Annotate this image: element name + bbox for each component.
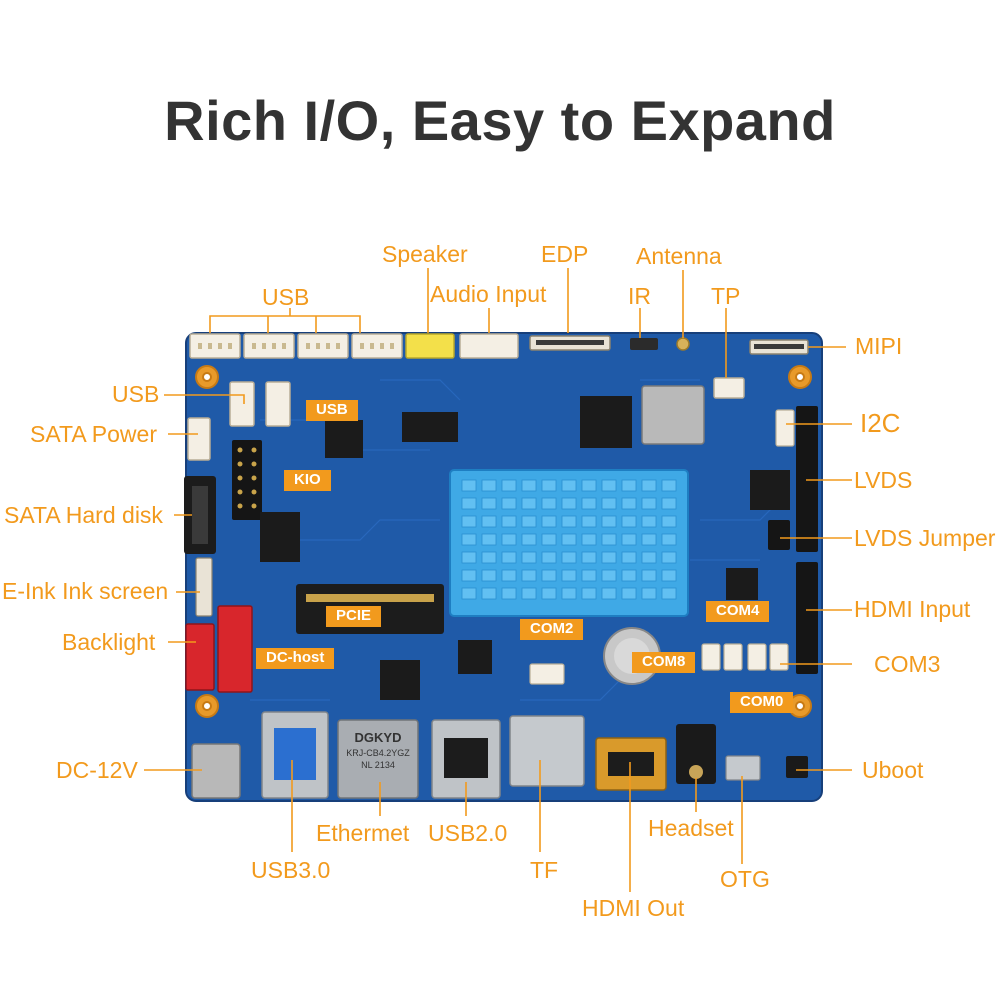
eink-connector	[195, 557, 213, 617]
com3-connector-b	[769, 643, 789, 671]
label-lvds: LVDS	[854, 467, 913, 493]
antenna-pad	[676, 337, 690, 351]
uboot-button	[786, 756, 808, 778]
com3-connector-a	[747, 643, 767, 671]
label-i2c: I2C	[860, 408, 901, 438]
board-tag-com2: COM2	[520, 619, 584, 640]
com4-connector	[701, 643, 721, 671]
tf-slot	[509, 715, 585, 787]
sata-power-connector	[187, 417, 211, 461]
chip	[325, 420, 363, 458]
label-speaker: Speaker	[382, 241, 468, 267]
kio-header	[232, 440, 262, 520]
lvds-header	[796, 406, 818, 552]
speaker-connector	[405, 333, 455, 359]
label-headset: Headset	[648, 815, 734, 841]
board-tag-usb: USB	[306, 400, 358, 421]
chip	[260, 512, 300, 562]
backlight-connector	[185, 623, 215, 691]
label-ethernet: Ethermet	[316, 820, 410, 846]
label-hdmi-out: HDMI Out	[582, 895, 685, 921]
board-tag-kio: KIO	[284, 470, 331, 491]
mounting-holes	[195, 365, 812, 718]
i2c-connector	[775, 409, 795, 447]
label-usb-top: USB	[262, 284, 310, 310]
board-tag-com4: COM4	[706, 601, 770, 622]
label-antenna: Antenna	[636, 243, 722, 269]
label-mipi: MIPI	[855, 333, 903, 359]
board-tag-pcie: PCIE	[326, 606, 382, 627]
eth-code-text: NL 2134	[361, 760, 395, 770]
com2-connector	[529, 663, 565, 685]
label-edp: EDP	[541, 241, 589, 267]
label-backlight: Backlight	[62, 629, 156, 655]
label-hdmi-input: HDMI Input	[854, 596, 971, 622]
label-tf: TF	[530, 857, 559, 883]
eth-brand-text: DGKYD	[355, 730, 402, 745]
ethernet-port	[337, 719, 419, 799]
label-sata-hard-disk: SATA Hard disk	[4, 502, 163, 528]
lvds-jumper	[768, 520, 790, 550]
top-usb-connectors	[189, 333, 403, 359]
label-tp: TP	[711, 283, 741, 309]
label-usb-left: USB	[112, 381, 160, 407]
label-uboot: Uboot	[862, 757, 924, 783]
page-title: Rich I/O, Easy to Expand	[164, 89, 836, 152]
eth-model-text: KRJ-CB4.2YGZ	[346, 748, 410, 758]
chip	[750, 470, 790, 510]
label-sata-power: SATA Power	[30, 421, 157, 447]
left-usb-connector-2	[265, 381, 291, 427]
wifi-module	[641, 385, 705, 445]
board-tag-dc-host: DC-host	[256, 648, 335, 669]
chip	[402, 412, 458, 442]
com0-connector	[723, 643, 743, 671]
label-otg: OTG	[720, 866, 770, 892]
label-dc12v: DC-12V	[56, 757, 138, 783]
label-usb30: USB3.0	[251, 857, 331, 883]
left-usb-connector-1	[229, 381, 255, 427]
dc12v-jack	[191, 743, 241, 799]
label-lvds-jumper: LVDS Jumper	[854, 525, 996, 551]
chip	[458, 640, 492, 674]
chip	[580, 396, 632, 448]
audio-input-connector	[459, 333, 519, 359]
chip	[380, 660, 420, 700]
label-usb20: USB2.0	[428, 820, 508, 846]
board-tag-com8: COM8	[632, 652, 696, 673]
label-eink: E-Ink Ink screen	[2, 578, 169, 604]
ir-sensor	[630, 338, 658, 350]
tp-connector	[713, 377, 745, 399]
dc-host-connector	[217, 605, 253, 693]
chip	[726, 568, 758, 600]
headset-jack	[676, 724, 716, 784]
board-tag-com0: COM0	[730, 692, 794, 713]
label-ir: IR	[628, 283, 651, 309]
label-com3: COM3	[874, 651, 941, 677]
label-audio-input: Audio Input	[430, 281, 547, 307]
otg-port	[725, 755, 761, 781]
hdmi-input-header	[796, 562, 818, 674]
